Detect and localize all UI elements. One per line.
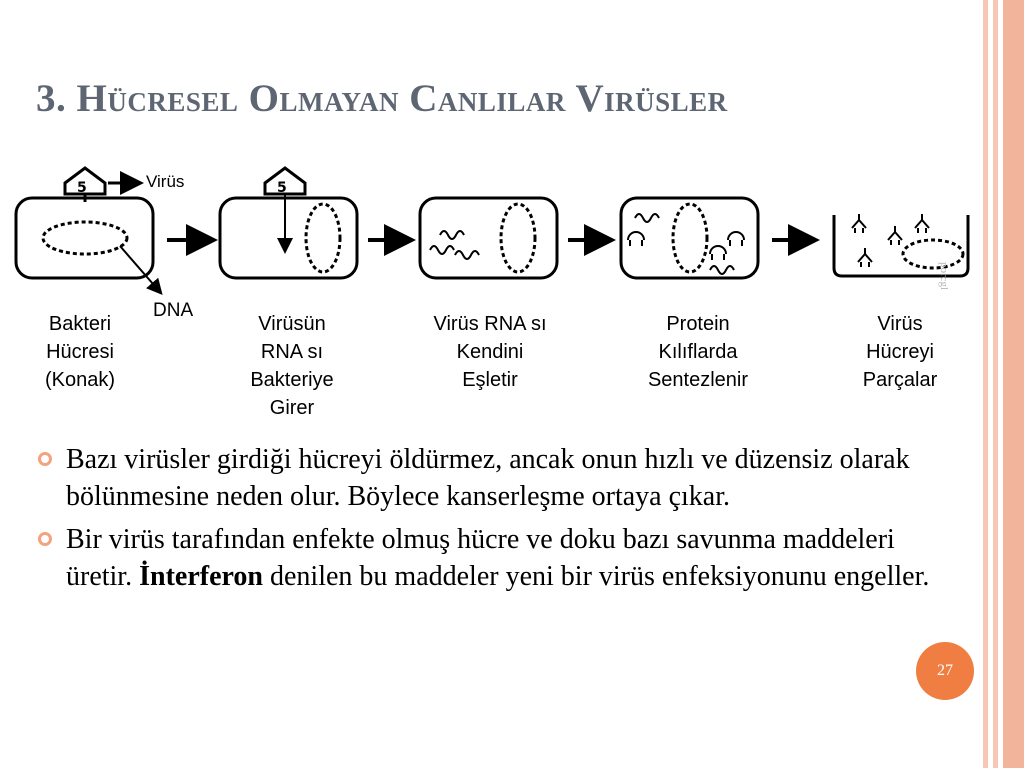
dna-loop-icon — [499, 202, 537, 274]
step-caption-1: Bakteri Hücresi (Konak) — [44, 313, 116, 391]
bacterium-cell-4 — [619, 196, 760, 280]
bullet-item-1: Bazı virüsler girdiği hücreyi öldürmez, … — [38, 441, 958, 515]
ring-bullet-icon — [38, 532, 52, 546]
dna-loop-icon — [41, 220, 129, 256]
interferon-term: İnterferon — [139, 561, 263, 592]
released-viruses-icons — [851, 214, 930, 267]
step-caption-4: Protein Kılıflarda Sentezlenir — [647, 313, 749, 391]
bacterium-cell-1 — [14, 196, 155, 280]
protein-coat-icons — [627, 213, 745, 275]
bacterium-cell-2 — [218, 196, 359, 280]
decorative-stripe — [983, 0, 988, 768]
dna-loop-icon — [671, 202, 709, 274]
decorative-stripe — [993, 0, 998, 768]
dna-loop-icon — [304, 202, 342, 274]
image-watermark: porcgl — [938, 262, 950, 291]
page-number-badge: 27 — [916, 642, 974, 700]
bullet-list: Bazı virüsler girdiği hücreyi öldürmez, … — [38, 441, 958, 601]
bullet-text-part: Bir virüs tarafından enfekte olmuş hücre… — [66, 524, 895, 592]
dna-label: DNA — [153, 300, 194, 321]
bacteriophage-icon: 5 — [263, 166, 307, 254]
bacterium-cell-3 — [418, 196, 559, 280]
step-caption-3: Virüs RNA sı Kendini Eşletir — [433, 313, 547, 391]
bullet-item-2: Bir virüs tarafından enfekte olmuş hücre… — [38, 521, 958, 595]
virus-label: Virüs — [146, 172, 185, 191]
dna-loop-icon — [901, 238, 965, 270]
svg-text:5: 5 — [77, 180, 87, 196]
virus-cycle-diagram: 5 5 — [10, 150, 975, 430]
step-caption-2: Virüsün RNA sı Bakteriye Girer — [250, 313, 334, 419]
ring-bullet-icon — [38, 452, 52, 466]
bullet-text: Bir virüs tarafından enfekte olmuş hücre… — [66, 521, 958, 595]
bullet-text: Bazı virüsler girdiği hücreyi öldürmez, … — [66, 444, 910, 512]
svg-text:5: 5 — [277, 180, 287, 196]
step-caption-5: Virüs Hücreyi Parçalar — [862, 313, 938, 391]
decorative-stripe — [1003, 0, 1024, 768]
virus-cycle-illustration: 5 5 — [14, 166, 970, 296]
slide-title: 3. Hücresel Olmayan Canlılar Virüsler — [36, 77, 728, 120]
bullet-text-part: denilen bu maddeler yeni bir virüs enfek… — [263, 561, 930, 592]
bacterium-cell-5-burst — [832, 215, 970, 278]
rna-strand-icons — [429, 230, 480, 260]
dna-pointer-arrow — [119, 245, 163, 296]
